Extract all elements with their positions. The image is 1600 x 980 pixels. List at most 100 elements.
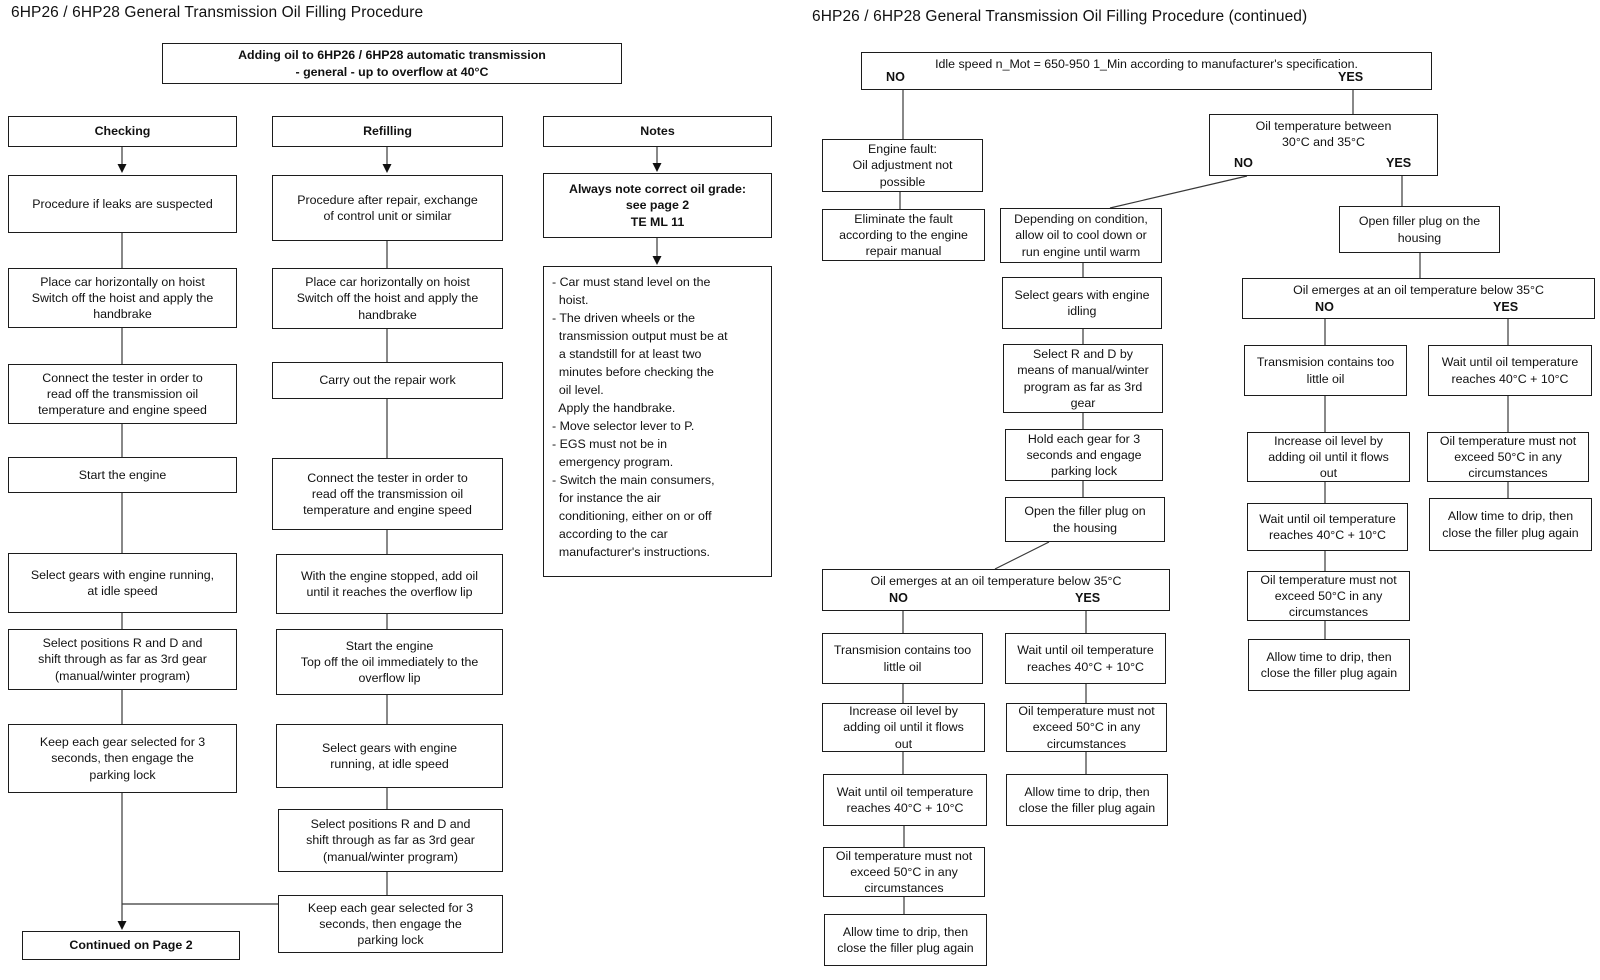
flow-box-text: Transmision contains too little oil	[833, 643, 972, 674]
flow-box-depending-condition: Depending on condition, allow oil to coo…	[1000, 208, 1162, 263]
flow-box-text: Wait until oil temperature reaches 40°C …	[1017, 643, 1154, 674]
flow-box-drip-mid-yes: Allow time to drip, then close the fille…	[1006, 774, 1168, 826]
flow-box-ref-9: Keep each gear selected for 3 seconds, t…	[278, 895, 503, 953]
flow-box-text: Oil emerges at an oil temperature below …	[870, 574, 1122, 588]
flow-box-text: Select gears with engine running, at idl…	[30, 567, 215, 598]
flow-box-text: Checking	[94, 124, 151, 139]
flow-box-ref-6: Start the engine Top off the oil immedia…	[276, 629, 503, 695]
connector-line	[994, 541, 1050, 570]
flow-box-text: Adding oil to 6HP26 / 6HP28 automatic tr…	[238, 48, 546, 79]
flow-box-text: Oil temperature must not exceed 50°C in …	[1439, 433, 1577, 481]
flow-box-ref-8: Select positions R and D and shift throu…	[278, 809, 503, 872]
flow-box-text: Select R and D by means of manual/winter…	[1017, 347, 1149, 410]
decision-label-no: NO	[886, 70, 905, 84]
flow-box-text: Increase oil level by adding oil until i…	[1268, 433, 1389, 481]
right-page-title: 6HP26 / 6HP28 General Transmission Oil F…	[812, 8, 1308, 25]
flow-box-wait-mid-yes: Wait until oil temperature reaches 40°C …	[1005, 633, 1166, 684]
decision-label-yes: YES	[1386, 156, 1412, 170]
flow-box-ref-7: Select gears with engine running, at idl…	[276, 724, 503, 788]
left-page-title: 6HP26 / 6HP28 General Transmission Oil F…	[11, 4, 424, 21]
flow-box-text: Hold each gear for 3 seconds and engage …	[1026, 431, 1142, 479]
flow-box-drip-far: Allow time to drip, then close the fille…	[1429, 498, 1592, 551]
arrowhead-icon	[117, 164, 127, 173]
flow-box-chk-3: Connect the tester in order to read off …	[8, 364, 237, 424]
flow-box-text: Idle speed n_Mot = 650-950 1_Min accordi…	[935, 57, 1358, 71]
flow-box-text: Procedure after repair, exchange of cont…	[297, 192, 478, 223]
flow-box-text: Oil temperature must not exceed 50°C in …	[1018, 704, 1155, 751]
flow-box-oil-emerges-mid: Oil emerges at an oil temperature below …	[822, 569, 1170, 611]
flow-box-checking-header: Checking	[8, 116, 237, 147]
flow-box-text: Oil temperature must not exceed 50°C in …	[1260, 572, 1397, 620]
flow-box-trans-right: Transmision contains too little oil	[1244, 345, 1407, 396]
flow-box-text: Start the engine	[78, 467, 167, 482]
flow-box-ref-1: Procedure after repair, exchange of cont…	[272, 175, 503, 241]
flow-box-text: Place car horizontally on hoist Switch o…	[31, 274, 214, 322]
flow-box-idle-speed: Idle speed n_Mot = 650-950 1_Min accordi…	[861, 52, 1432, 90]
flow-box-text: Oil temperature must not exceed 50°C in …	[835, 848, 973, 896]
flow-box-hold-gear: Hold each gear for 3 seconds and engage …	[1005, 429, 1163, 481]
flow-box-open-filler-mid: Open the filler plug on the housing	[1005, 497, 1165, 542]
flow-box-continued: Continued on Page 2	[22, 931, 240, 960]
decision-label-no: NO	[1234, 156, 1253, 170]
flow-box-text: Engine fault: Oil adjustment not possibl…	[852, 142, 953, 189]
flow-box-text: Allow time to drip, then close the fille…	[1260, 649, 1398, 680]
decision-label-no: NO	[1315, 300, 1334, 314]
flow-box-text: Increase oil level by adding oil until i…	[843, 704, 964, 751]
flow-box-text: Keep each gear selected for 3 seconds, t…	[307, 900, 474, 948]
flow-box-chk-6: Select positions R and D and shift throu…	[8, 629, 237, 690]
flow-box-text: Always note correct oil grade: see page …	[569, 182, 746, 229]
flow-box-ref-2: Place car horizontally on hoist Switch o…	[272, 268, 503, 329]
arrowhead-icon	[652, 163, 662, 172]
flow-box-text: Select positions R and D and shift throu…	[38, 636, 207, 683]
flow-box-text: - Car must stand level on the hoist. - T…	[552, 275, 728, 559]
flow-box-text: Keep each gear selected for 3 seconds, t…	[39, 735, 206, 782]
flow-box-open-filler-right: Open filler plug on the housing	[1339, 206, 1500, 253]
flow-box-max-far: Oil temperature must not exceed 50°C in …	[1427, 432, 1589, 482]
flow-box-wait-right: Wait until oil temperature reaches 40°C …	[1247, 503, 1408, 551]
flow-box-increase-mid: Increase oil level by adding oil until i…	[822, 703, 985, 752]
flow-box-text: Refilling	[363, 124, 412, 139]
flow-box-wait-mid: Wait until oil temperature reaches 40°C …	[823, 774, 987, 826]
flow-box-max-right: Oil temperature must not exceed 50°C in …	[1247, 571, 1410, 621]
flow-box-text: Allow time to drip, then close the fille…	[837, 924, 974, 955]
arrowhead-icon	[382, 164, 392, 173]
flow-box-text: Place car horizontally on hoist Switch o…	[296, 275, 479, 322]
flow-box-max-mid-yes: Oil temperature must not exceed 50°C in …	[1006, 703, 1167, 752]
flow-box-trans-mid: Transmision contains too little oil	[822, 633, 983, 684]
decision-label-yes: YES	[1338, 70, 1364, 84]
flow-box-text: Allow time to drip, then close the fille…	[1442, 509, 1579, 540]
arrowhead-icon	[117, 921, 127, 930]
flow-box-text: Open filler plug on the housing	[1358, 214, 1481, 245]
flow-box-text: Oil temperature between 30°C and 35°C	[1255, 119, 1392, 150]
flow-box-text: Transmision contains too little oil	[1256, 355, 1395, 386]
flow-box-notes-header: Notes	[543, 116, 772, 147]
flow-box-wait-far: Wait until oil temperature reaches 40°C …	[1428, 345, 1592, 396]
flow-box-text: Select gears with engine running, at idl…	[321, 740, 457, 771]
flow-box-drip-right: Allow time to drip, then close the fille…	[1248, 639, 1410, 691]
flow-box-text: Select gears with engine idling	[1014, 287, 1150, 318]
flow-box-text: Oil emerges at an oil temperature below …	[1293, 283, 1544, 297]
flow-box-drip-mid: Allow time to drip, then close the fille…	[824, 914, 987, 966]
flow-box-ref-3: Carry out the repair work	[272, 362, 503, 399]
flow-box-text: With the engine stopped, add oil until i…	[300, 568, 479, 599]
flow-box-text: Notes	[640, 124, 675, 139]
flow-box-text: Wait until oil temperature reaches 40°C …	[1441, 355, 1579, 386]
flow-box-text: Carry out the repair work	[319, 373, 456, 388]
arrowhead-icon	[652, 256, 662, 265]
flow-box-text: Procedure if leaks are suspected	[32, 196, 213, 211]
flow-box-refilling-header: Refilling	[272, 116, 503, 147]
flow-box-chk-7: Keep each gear selected for 3 seconds, t…	[8, 724, 237, 793]
flow-box-chk-2: Place car horizontally on hoist Switch o…	[8, 268, 237, 328]
connector-line	[1109, 175, 1248, 209]
flow-box-notes-grade: Always note correct oil grade: see page …	[543, 173, 772, 238]
flow-box-ref-5: With the engine stopped, add oil until i…	[276, 554, 503, 614]
flow-box-increase-right: Increase oil level by adding oil until i…	[1247, 432, 1410, 482]
flow-box-notes-list: - Car must stand level on the hoist. - T…	[543, 266, 772, 577]
flow-box-adding-oil: Adding oil to 6HP26 / 6HP28 automatic tr…	[162, 43, 622, 84]
flow-box-chk-1: Procedure if leaks are suspected	[8, 175, 237, 233]
flow-box-text: Start the engine Top off the oil immedia…	[300, 638, 479, 686]
flow-box-chk-4: Start the engine	[8, 457, 237, 493]
flow-box-engine-fault: Engine fault: Oil adjustment not possibl…	[822, 139, 983, 192]
flow-box-text: Open the filler plug on the housing	[1024, 504, 1146, 535]
